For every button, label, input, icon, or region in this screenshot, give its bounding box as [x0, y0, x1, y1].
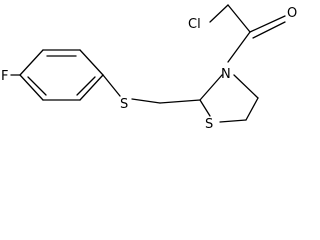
bond-carbonyl-o-2 [252, 21, 286, 39]
bond-ring-double-3 [27, 76, 47, 96]
thiazolidine-ring [199, 74, 259, 123]
bond-ch2-c2 [159, 99, 201, 104]
fluorophenyl-ring [19, 49, 104, 101]
bond-ring-c4-c5 [79, 74, 104, 101]
bond-n3-c4 [233, 74, 259, 99]
bond-ring-c3-c4 [79, 49, 104, 76]
bond-carbonyl-ch2 [227, 4, 251, 33]
bond-c4-c5 [245, 97, 259, 121]
atom-label-nitrogen: N [221, 67, 231, 82]
bond-s-ch2 [131, 98, 161, 104]
bond-ring-double-2 [76, 76, 96, 96]
bond-aryl-s [102, 74, 121, 97]
atom-label-oxygen: O [287, 6, 297, 21]
chemical-structure-drawing: F S N S O Cl [1, 4, 297, 132]
atom-label-sulfur-thioether: S [120, 97, 128, 112]
atom-label-sulfur-ring: S [205, 117, 213, 132]
bond-n-carbonyl [227, 31, 251, 63]
bond-carbonyl-o-1 [249, 15, 286, 33]
atom-label-fluorine: F [1, 69, 8, 84]
bond-ch2-cl [209, 4, 229, 23]
bond-c5-s1 [219, 119, 247, 123]
bond-c2-n3 [199, 74, 223, 101]
bond-ring-c6-c1 [19, 74, 44, 101]
atom-label-chlorine: Cl [188, 17, 201, 32]
bond-s1-c2 [199, 99, 211, 117]
bond-ring-c1-c2 [19, 49, 44, 76]
